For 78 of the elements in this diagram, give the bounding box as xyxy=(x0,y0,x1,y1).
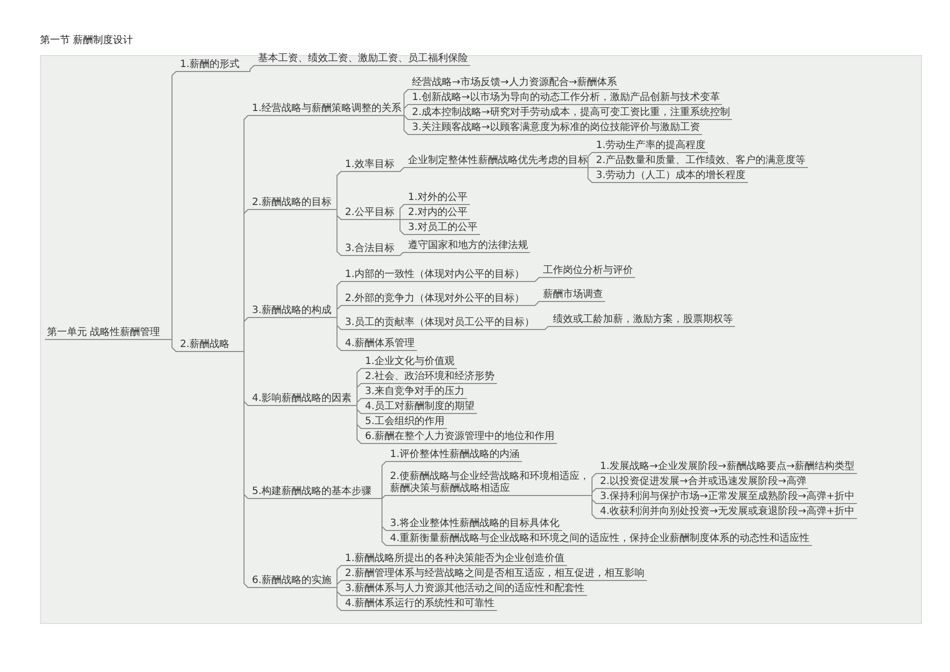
connector-line xyxy=(526,277,542,282)
connector-line xyxy=(396,204,406,220)
mind-map-topic: 4.收获利润并向别处投资→无发展或衰退阶段→高弹+折中 xyxy=(598,506,857,519)
connector-line xyxy=(588,167,594,183)
mind-map-topic: 2.产品数量和质量、工作绩效、客户的满意度等 xyxy=(594,155,808,168)
mind-map-topic: 3.员工的贡献率（体现对员工公平的目标） xyxy=(343,317,537,330)
connector-line xyxy=(592,495,598,519)
mind-map-topic: 3.薪酬体系与人力资源其他活动之间的适应性和配套性 xyxy=(343,583,587,596)
mind-map-topic: 2.薪酬战略的目标 xyxy=(250,197,334,210)
connector-line xyxy=(404,104,410,116)
connector-line xyxy=(526,301,542,306)
mind-map-topic: 2.使薪酬战略与企业经营战略和环境相适应，薪酬决策与薪酬战略相适应 xyxy=(388,471,592,496)
mind-map-topic: 4.员工对薪酬制度的期望 xyxy=(363,401,477,414)
mind-map-topic: 工作岗位分析与评价 xyxy=(541,265,635,278)
mind-map-topic: 1.创新战略→以市场为导向的动态工作分析，激励产品创新与技术变革 xyxy=(410,92,722,105)
connector-line xyxy=(334,171,344,210)
mind-map-topic: 1.内部的一致性（体现对内公平的目标） xyxy=(343,269,527,282)
mind-map-topic: 第一单元 战略性薪酬管理 xyxy=(45,327,162,340)
mind-map-topic: 3.劳动力（人工）成本的增长程度 xyxy=(594,170,748,183)
mind-map-topic: 4.影响薪酬战略的因素 xyxy=(250,393,354,406)
connector-line xyxy=(334,305,344,318)
mind-map-topic: 1.发展战略→企业发展阶段→薪酬战略要点→薪酬结构类型 xyxy=(598,461,857,474)
connector-line xyxy=(334,317,344,351)
connector-line xyxy=(374,498,388,546)
mind-map-topic: 3.薪酬战略的构成 xyxy=(250,305,334,318)
connector-line xyxy=(162,339,178,352)
connector-line xyxy=(536,326,552,330)
mind-map-topic: 5.构建薪酬战略的基本步骤 xyxy=(250,486,374,499)
mind-map-topic: 经营战略→市场反馈→人力资源配合→薪酬体系 xyxy=(410,77,620,90)
mind-map-topic: 绩效或工龄加薪，激励方案，股票期权等 xyxy=(551,314,735,327)
connector-line xyxy=(590,167,594,168)
mind-map-topic: 2.外部的竞争力（体现对外公平的目标） xyxy=(343,293,527,306)
mind-map-topic: 1.劳动生产率的提高程度 xyxy=(594,140,708,153)
connector-line xyxy=(396,219,406,235)
mind-map-topic: 1.效率目标 xyxy=(343,159,397,172)
mind-map-topic: 4.重新衡量薪酬战略与企业战略和环境之间的适应性，保持企业薪酬制度体系的动态性和适应性 xyxy=(388,533,812,546)
mind-map-topic: 薪酬市场调查 xyxy=(541,289,605,302)
mind-map-topic: 2.以投资促进发展→合并或迅速发展阶段→高弹 xyxy=(598,476,808,489)
connector-line xyxy=(354,398,364,406)
connector-line xyxy=(242,65,256,72)
mind-map-topic: 2.成本控制战略→研究对手劳动成本，提高可变工资比重，注重系统控制 xyxy=(410,107,732,120)
mind-map-topic: 2.对内的公平 xyxy=(406,207,470,220)
mind-map-topic: 6.薪酬战略的实施 xyxy=(250,575,334,588)
mind-map-topic: 3.来自竞争对手的压力 xyxy=(363,386,467,399)
mind-map-topic: 1.对外的公平 xyxy=(406,192,470,205)
mind-map-topic: 遵守国家和地方的法律法规 xyxy=(406,240,530,253)
mind-map-topic: 企业制定整体性薪酬战略优先考虑的目标 xyxy=(406,155,590,168)
connector-line xyxy=(334,587,344,611)
mind-map-topic: 4.薪酬体系管理 xyxy=(343,338,417,351)
connector-line xyxy=(592,488,598,496)
connector-line xyxy=(232,351,250,588)
connector-line xyxy=(404,115,410,135)
page-title: 第一节 薪酬制度设计 xyxy=(40,34,134,47)
mind-map-topic: 3.将企业整体性薪酬战略的目标具体化 xyxy=(388,518,562,531)
mind-map-topic: 2.薪酬战略 xyxy=(178,339,232,352)
connector-line xyxy=(396,252,406,256)
connector-line xyxy=(404,115,410,120)
mind-map-topic: 3.合法目标 xyxy=(343,243,397,256)
mind-map-topic: 3.关注顾客战略→以顾客满意度为标准的岗位技能评价与激励工资 xyxy=(410,122,702,135)
mind-map-topic: 基本工资、绩效工资、激励工资、员工福利保险 xyxy=(256,53,470,66)
mind-map-topic: 5.工会组织的作用 xyxy=(363,416,447,429)
mind-map-topic: 1.经营战略与薪酬策略调整的关系 xyxy=(250,103,404,116)
connector-line xyxy=(354,405,364,444)
connector-line xyxy=(396,167,406,172)
mind-map-topic: 3.对员工的公平 xyxy=(406,222,480,235)
connector-line xyxy=(334,209,344,256)
mind-map-topic: 1.评价整体性薪酬战略的内涵 xyxy=(388,449,522,462)
connector-line xyxy=(334,580,344,588)
mind-map-topic: 2.社会、政治环境和经济形势 xyxy=(363,371,497,384)
mind-map-topic: 6.薪酬在整个人力资源管理中的地位和作用 xyxy=(363,431,557,444)
mind-map-topic: 2.薪酬管理体系与经营战略之间是否相互适应，相互促进，相互影响 xyxy=(343,568,647,581)
mind-map-topic: 1.薪酬的形式 xyxy=(178,59,242,72)
mind-map-topic: 1.薪酬战略所提出的各种决策能否为企业创造价值 xyxy=(343,553,567,566)
mind-map-topic: 2.公平目标 xyxy=(343,207,397,220)
mind-map-topic: 1.企业文化与价值观 xyxy=(363,356,457,369)
mind-map-topic: 3.保持利润与保护市场→正常发展至成熟阶段→高弹+折中 xyxy=(598,491,857,504)
connector-line xyxy=(588,152,594,168)
mind-map-topic: 4.薪酬体系运行的系统性和可靠性 xyxy=(343,598,497,611)
